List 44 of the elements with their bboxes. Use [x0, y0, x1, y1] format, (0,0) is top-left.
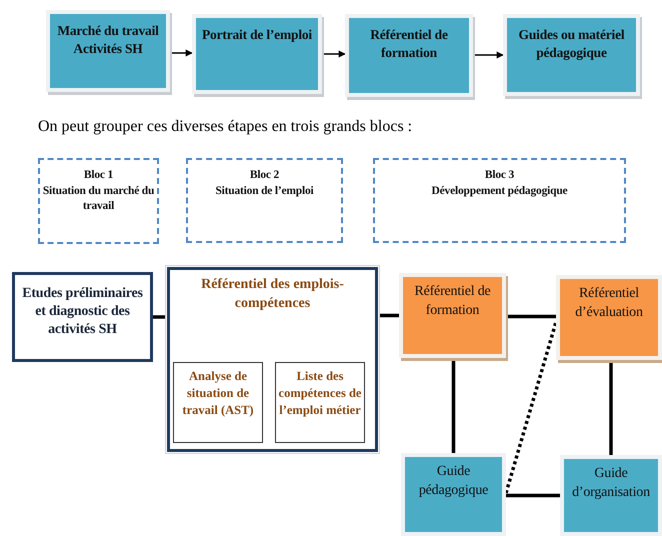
box-text: Situation du marché du travail [42, 184, 155, 214]
block-title: Bloc 1 [82, 168, 114, 183]
connector-line [506, 314, 556, 318]
connector-line [452, 358, 456, 453]
block-frame [373, 158, 626, 243]
guide-box [401, 453, 506, 536]
box-text: Référentiel d’évaluation [574, 285, 644, 322]
connector-line [378, 314, 399, 318]
guide-box [560, 455, 662, 536]
block-title: Bloc 3 [484, 168, 516, 183]
group-box [167, 267, 378, 452]
block-frame [38, 158, 159, 244]
process-box [12, 272, 153, 362]
box-text: Liste des compétences de l’emploi métier [278, 368, 362, 419]
box-text: Marché du travail Activités SH [56, 22, 160, 58]
box-text: Référentiel de formation [413, 283, 492, 320]
box-text: Portrait de l’emploi [201, 26, 313, 44]
dotted-connector [504, 322, 558, 494]
reference-box [399, 273, 506, 358]
box-text: Développement pédagogique [430, 184, 568, 199]
block-title: Bloc 2 [248, 168, 280, 183]
process-box [503, 14, 640, 96]
arrow [322, 50, 346, 58]
block-frame [186, 158, 343, 243]
connector-line [609, 360, 613, 455]
box-text: Référentiel des emplois-compétences [200, 276, 345, 313]
connector-line [506, 494, 560, 498]
note-text: On peut grouper ces diverses étapes en trois grands blocs : [38, 118, 412, 136]
arrow [473, 52, 504, 58]
sub-box [173, 362, 263, 443]
box-text: Guide d’organisation [571, 465, 651, 502]
box-text: Guide pédagogique [418, 463, 490, 500]
sub-box [275, 362, 365, 443]
box-text: Analyse de situation de travail (AST) [181, 368, 255, 419]
process-box [46, 10, 170, 92]
reference-box [556, 275, 662, 360]
arrow [170, 50, 193, 56]
process-box [192, 14, 322, 94]
process-box [345, 14, 473, 97]
box-text: Guides ou matériel pédagogique [518, 26, 626, 62]
box-text: Référentiel de formation [369, 26, 449, 62]
connector-line [153, 315, 167, 319]
box-text: Situation de l’emploi [214, 184, 315, 199]
box-text: Etudes préliminaires et diagnostic des activités SH [21, 285, 144, 340]
